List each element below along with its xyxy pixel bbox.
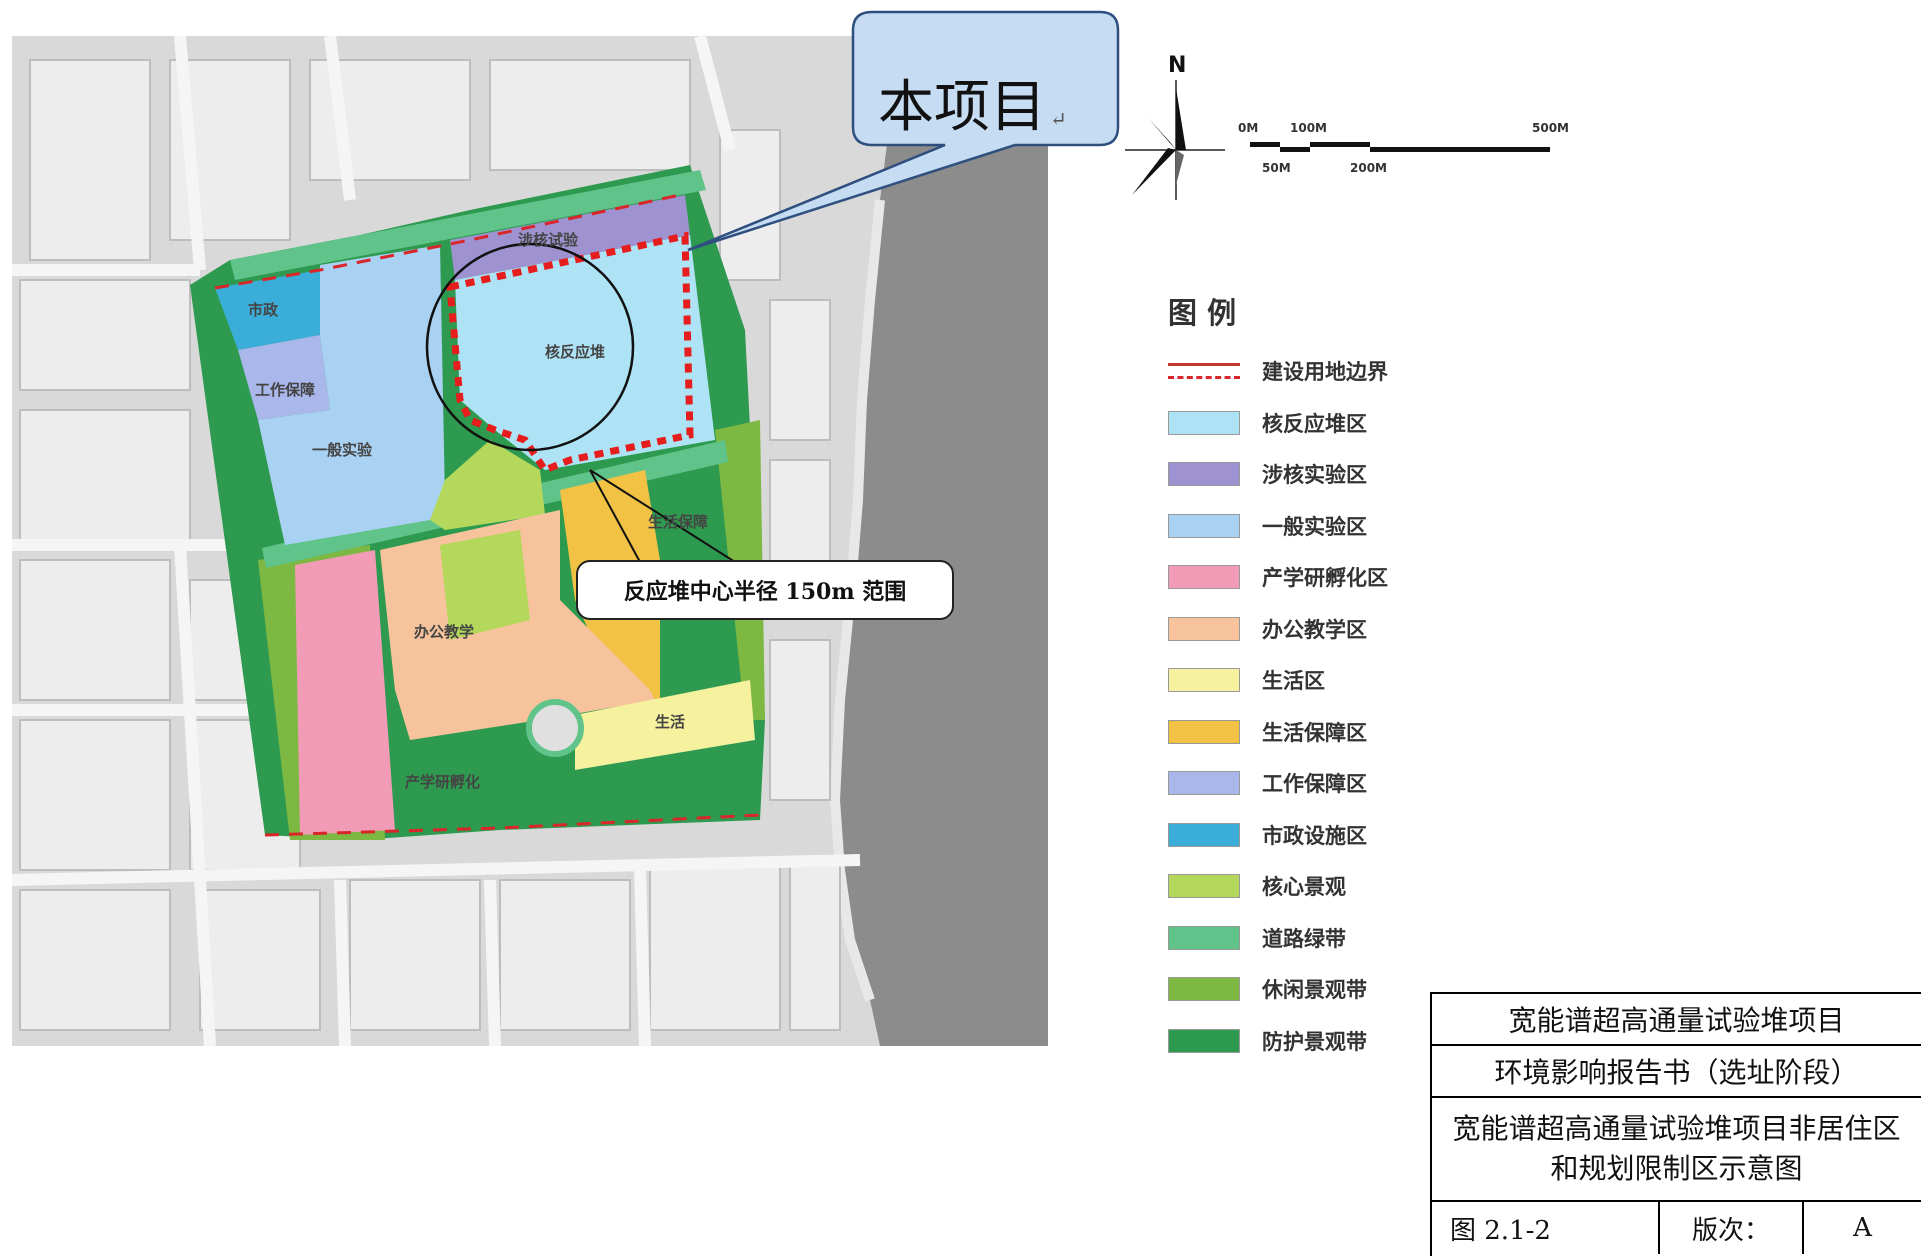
legend-item: 生活保障区 (1168, 717, 1367, 747)
zone-label-work: 工作保障 (255, 381, 315, 399)
city-blocks (19, 59, 841, 1031)
legend-swatch (1168, 513, 1240, 538)
zone-nuclear-exp (450, 195, 690, 280)
legend-swatch (1168, 410, 1240, 435)
zone-general-exp (258, 245, 445, 545)
legend-swatch (1168, 822, 1240, 847)
legend-swatch (1168, 359, 1240, 383)
revision-label: 版次： (1660, 1202, 1804, 1254)
legend-item: 办公教学区 (1168, 614, 1367, 644)
legend-swatch (1168, 719, 1240, 744)
svg-text:500M: 500M (1532, 121, 1569, 135)
title-block-footer: 图 2.1-2 版次： A (1432, 1202, 1921, 1254)
legend-swatch (1168, 977, 1240, 1001)
roundabout (526, 699, 584, 757)
legend-swatch (1168, 1028, 1240, 1053)
legend-item: 工作保障区 (1168, 768, 1367, 798)
svg-text:100M: 100M (1290, 121, 1327, 135)
roads (11, 34, 861, 1047)
zone-label-office: 办公教学 (414, 623, 474, 641)
legend-label: 休闲景观带 (1262, 978, 1367, 1002)
legend-label: 生活保障区 (1262, 720, 1367, 745)
legend-item: 涉核实验区 (1168, 459, 1367, 489)
riverbank-road (829, 199, 885, 1002)
zone-incubation (295, 550, 395, 835)
title-block-report: 环境影响报告书（选址阶段） (1432, 1046, 1921, 1098)
legend-label: 生活区 (1262, 669, 1325, 693)
title-block-project: 宽能谱超高通量试验堆项目 (1432, 994, 1921, 1046)
zone-label-nuclear-exp: 涉核试验 (518, 231, 579, 249)
legend-item: 一般实验区 (1168, 511, 1367, 541)
zone-work-support (238, 335, 330, 420)
river (835, 36, 1048, 1046)
legend-label: 办公教学区 (1262, 617, 1367, 642)
project-callout-bubble (687, 10, 1120, 252)
zone-label-life-support: 生活保障 (648, 513, 708, 531)
north-arrow: N (1125, 53, 1225, 200)
zone-reactor (455, 235, 715, 470)
site-boundary (214, 193, 681, 290)
legend-label: 建设用地边界 (1262, 360, 1388, 384)
svg-text:0M: 0M (1238, 121, 1258, 135)
svg-text:200M: 200M (1350, 161, 1387, 175)
legend-label: 核反应堆区 (1262, 411, 1367, 436)
zone-label-general: 一般实验 (312, 441, 373, 459)
legend-swatch (1168, 668, 1240, 692)
legend-title: 图 例 (1168, 296, 1237, 330)
zone-label-incubation: 产学研孵化 (405, 773, 480, 791)
legend-label: 一般实验区 (1262, 514, 1367, 539)
legend-item: 市政设施区 (1168, 820, 1367, 850)
zone-living (575, 680, 755, 770)
legend-label: 工作保障区 (1262, 772, 1367, 796)
legend-swatch (1168, 874, 1240, 898)
legend-swatch (1168, 925, 1240, 950)
title-block: 宽能谱超高通量试验堆项目 环境影响报告书（选址阶段） 宽能谱超高通量试验堆项目非… (1430, 992, 1921, 1256)
zone-municipal (215, 270, 320, 350)
zone-label-reactor: 核反应堆 (545, 343, 605, 361)
legend-label: 市政设施区 (1262, 823, 1367, 848)
zone-label-living: 生活 (655, 713, 685, 731)
radius-range-label: 反应堆中心半径 150m 范围 (576, 560, 954, 620)
legend-label: 核心景观 (1262, 875, 1346, 899)
legend-item: 生活区 (1168, 665, 1325, 695)
project-callout-text: 本项目↵ (878, 75, 1067, 140)
svg-text:50M: 50M (1262, 161, 1291, 175)
legend-label: 产学研孵化区 (1262, 566, 1388, 590)
legend-label: 道路绿带 (1262, 926, 1346, 951)
legend-swatch (1168, 616, 1240, 641)
north-label: N (1168, 53, 1186, 78)
legend-swatch (1168, 565, 1240, 589)
legend-item: 防护景观带 (1168, 1026, 1367, 1056)
zone-core-landscape (430, 440, 545, 530)
zone-label-municipal: 市政 (248, 301, 279, 319)
legend-item: 产学研孵化区 (1168, 562, 1388, 592)
radius-150m-circle (425, 242, 635, 452)
legend-item: 休闲景观带 (1168, 974, 1367, 1004)
legend-item: 道路绿带 (1168, 923, 1346, 953)
revision-value: A (1853, 1213, 1872, 1243)
legend-label: 涉核实验区 (1262, 463, 1367, 487)
title-block-drawing-name: 宽能谱超高通量试验堆项目非居住区和规划限制区示意图 (1432, 1098, 1921, 1202)
reactor-boundary (446, 231, 694, 475)
figure-number: 图 2.1-2 (1432, 1202, 1660, 1254)
legend-swatch (1168, 462, 1240, 486)
legend-item: 建设用地边界 (1168, 356, 1388, 386)
legend-item: 核反应堆区 (1168, 408, 1367, 438)
scale-bar: 0M 100M 500M 50M 200M (1238, 121, 1569, 175)
legend-swatch (1168, 771, 1240, 795)
legend-item: 核心景观 (1168, 871, 1346, 901)
legend-label: 防护景观带 (1262, 1029, 1367, 1054)
